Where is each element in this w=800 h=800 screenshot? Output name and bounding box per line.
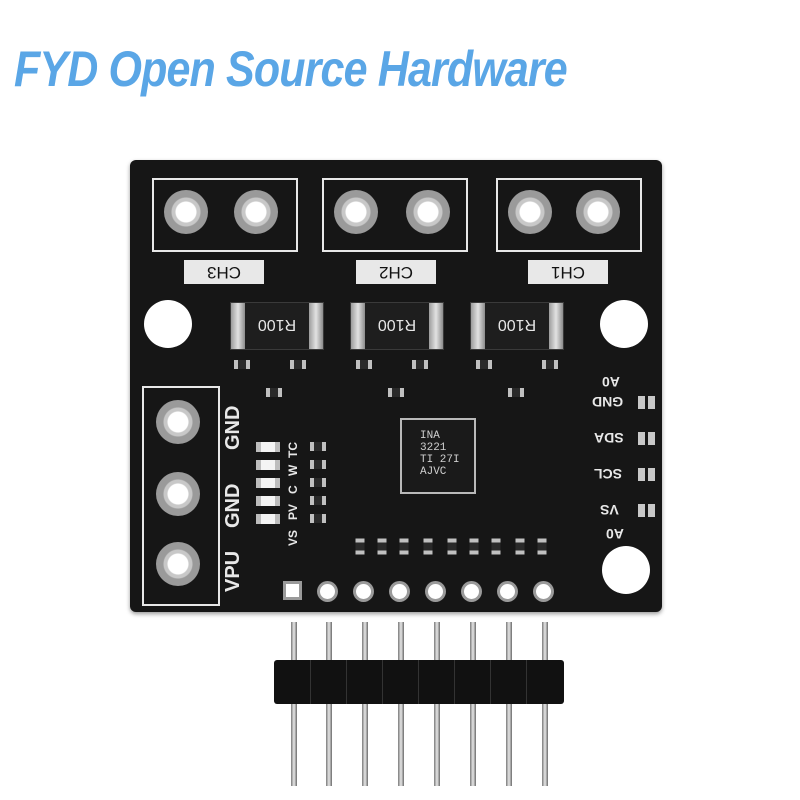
smd-part [537,538,547,555]
vpu-label: VPU [222,550,244,592]
smd-part [388,388,404,397]
mounting-hole-top-left [144,300,192,348]
jumper-pad [648,432,655,445]
ch3-pad-1 [164,190,208,234]
led-label-vs: VS [286,529,300,546]
smd-part [423,538,433,555]
mounting-hole-top-right [600,300,648,348]
jumper-pad [638,396,645,409]
header-pin-2 [320,584,335,599]
label-scl: SCL [594,466,622,482]
smd-part [310,460,326,469]
shunt-resistor-ch2: R100 [350,302,444,350]
jumper-pad [638,468,645,481]
resistor-marking: R100 [257,316,297,333]
mounting-hole-bottom-right [602,546,650,594]
header-pin [291,622,297,786]
led-indicator [256,460,280,470]
shunt-resistor-ch3: R100 [230,302,324,350]
smd-part [310,496,326,505]
ina3221-chip: INA 3221 TI 27I AJVC [400,418,476,494]
smd-part [310,478,326,487]
smd-part [399,538,409,555]
led-label-c: C [286,485,300,494]
header-pin-6 [464,584,479,599]
gnd-pad [156,400,200,444]
resistor-marking: R100 [497,316,537,333]
header-pin [434,622,440,786]
smd-part [310,514,326,523]
smd-part [355,538,365,555]
vpu-pad [156,542,200,586]
ch3-terminal-outline [152,178,298,252]
gnd-label-top: GND [222,405,244,450]
smd-part [508,388,524,397]
smd-part [356,360,372,369]
smd-part [447,538,457,555]
smd-part [234,360,250,369]
label-gnd-right: GND [592,394,624,410]
smd-part [290,360,306,369]
header-pin [398,622,404,786]
led-label-w: W [286,464,300,476]
ch1-terminal-outline [496,178,642,252]
ch2-terminal-outline [322,178,468,252]
brand-watermark: FYD Open Source Hardware [14,41,568,97]
smd-part [310,442,326,451]
led-indicator [256,478,280,488]
smd-part [542,360,558,369]
led-indicator [256,514,280,524]
ch1-pad-2 [576,190,620,234]
label-sda: SDA [594,430,624,446]
smd-part [412,360,428,369]
ch2-pad-2 [406,190,450,234]
led-label-pv: PV [286,503,300,520]
pin-header-strip [274,660,564,704]
jumper-pad [638,432,645,445]
gnd-pad-2 [156,472,200,516]
shunt-resistor-ch1: R100 [470,302,564,350]
smd-part [515,538,525,555]
ch3-pad-2 [234,190,278,234]
header-pin-5 [428,584,443,599]
header-pin-1 [286,584,299,597]
ch1-pad-1 [508,190,552,234]
jumper-pad [648,396,655,409]
header-pin-7 [500,584,515,599]
header-pin-3 [356,584,371,599]
header-pin [362,622,368,786]
header-pin [506,622,512,786]
header-pin-8 [536,584,551,599]
jumper-pad [638,504,645,517]
header-pin-4 [392,584,407,599]
label-a0-bottom: A0 [606,526,624,542]
chip-marking: INA 3221 TI 27I AJVC [420,430,460,478]
header-pin [470,622,476,786]
resistor-marking: R100 [377,316,417,333]
header-pin [542,622,548,786]
ch2-pad-1 [334,190,378,234]
label-vs-right: VS [600,502,619,518]
smd-part [476,360,492,369]
ch2-label: CH2 [356,260,436,284]
smd-part [377,538,387,555]
gnd-label-mid: GND [222,483,244,528]
pcb-board: CH3 CH2 CH1 R100 R100 R100 I [130,160,662,612]
label-a0-top: A0 [602,374,620,390]
ch1-label: CH1 [528,260,608,284]
led-indicator [256,496,280,506]
smd-part [469,538,479,555]
jumper-pad [648,468,655,481]
led-label-tc: TC [286,442,300,458]
smd-part [491,538,501,555]
header-pin [326,622,332,786]
power-terminal-outline [142,386,220,606]
ch3-label: CH3 [184,260,264,284]
jumper-pad [648,504,655,517]
smd-part [266,388,282,397]
led-indicator [256,442,280,452]
